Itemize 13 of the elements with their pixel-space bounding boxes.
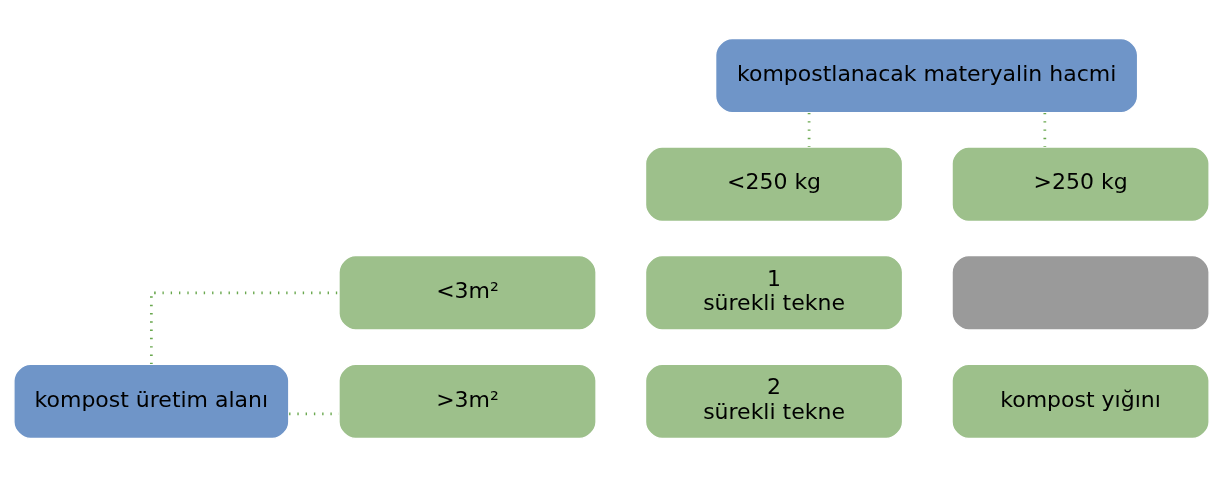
node-box: kompostlanacak materyalin hacmi	[714, 37, 1139, 114]
node-box: >3m²	[338, 363, 597, 440]
node-box: 2 sürekli tekne	[644, 363, 904, 440]
node-box: 1 sürekli tekne	[644, 255, 904, 331]
node-box: <250 kg	[644, 146, 904, 222]
node-box: kompost yığını	[951, 363, 1210, 440]
node-box: >250 kg	[951, 146, 1210, 222]
connector	[150, 291, 339, 364]
node-box: <3m²	[338, 255, 597, 331]
node-box	[951, 255, 1210, 331]
connector	[807, 113, 811, 147]
connector	[1043, 113, 1047, 147]
node-box: kompost üretim alanı	[13, 363, 290, 440]
